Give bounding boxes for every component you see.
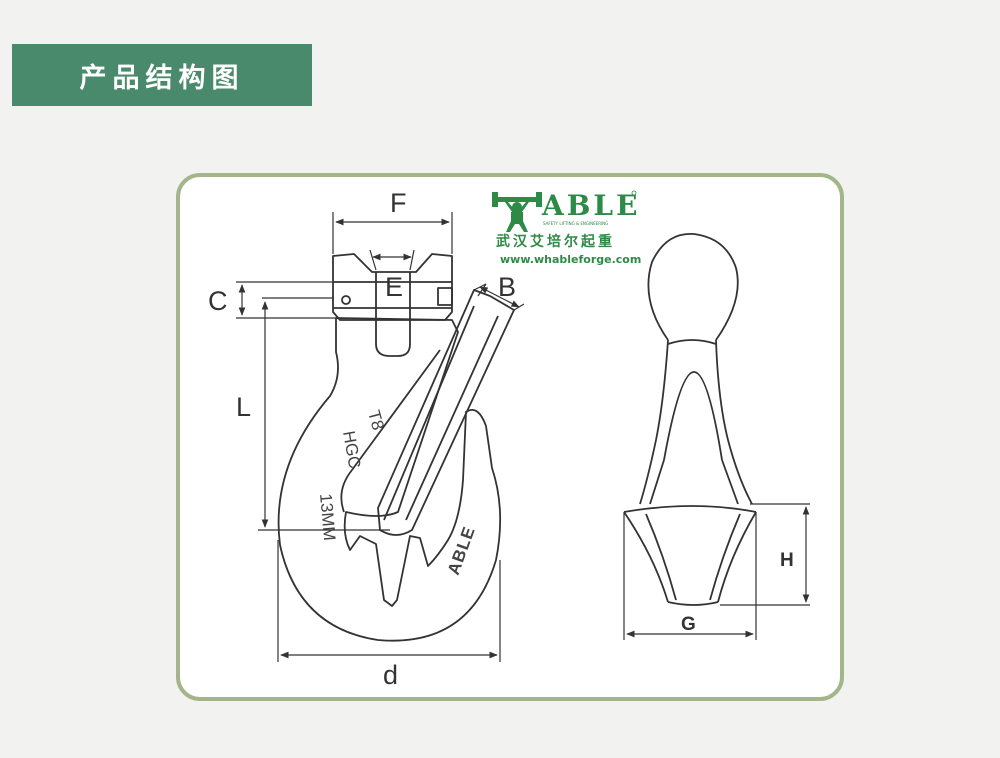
weightlifter-icon: [492, 192, 542, 232]
dimension-E: [369, 249, 415, 271]
pin-end: [437, 287, 453, 306]
engrave-type: HGC: [339, 429, 364, 470]
engrave-size: 13MM: [316, 493, 339, 542]
label-E: E: [385, 272, 403, 302]
pin-hole: [341, 295, 351, 305]
title-banner: 产品结构图: [12, 44, 312, 106]
page-title: 产品结构图: [79, 62, 245, 94]
label-G: G: [681, 614, 696, 635]
label-H: H: [780, 550, 794, 571]
engrave-brand: ABLE: [444, 524, 479, 578]
dimension-d: [277, 540, 501, 662]
hook-side-view: [623, 233, 757, 606]
label-F: F: [390, 188, 407, 218]
label-d: d: [383, 660, 398, 690]
label-B: B: [498, 272, 516, 302]
hook-engraving: T8 HGC 13MM ABLE: [316, 408, 479, 577]
engrave-grade: T8: [364, 408, 387, 432]
logo: ABLE SAFETY LIFTING & ENGINEERING 武汉艾培尔起…: [492, 189, 641, 266]
dimension-C: [236, 281, 338, 319]
dimension-H: [720, 503, 810, 606]
dimension-L: [258, 301, 390, 531]
dimension-G: [623, 512, 757, 640]
logo-url: www.whableforge.com: [500, 253, 641, 266]
clevis-hook-drawing: [277, 253, 515, 642]
logo-company-cn: 武汉艾培尔起重: [496, 233, 615, 250]
label-C: C: [208, 286, 228, 316]
dimension-B: [473, 283, 525, 311]
logo-tagline: SAFETY LIFTING & ENGINEERING: [543, 221, 608, 226]
logo-brand: ABLE: [541, 189, 640, 222]
dimension-F: [332, 212, 453, 254]
hook-body: [277, 317, 502, 642]
label-L: L: [236, 392, 251, 422]
